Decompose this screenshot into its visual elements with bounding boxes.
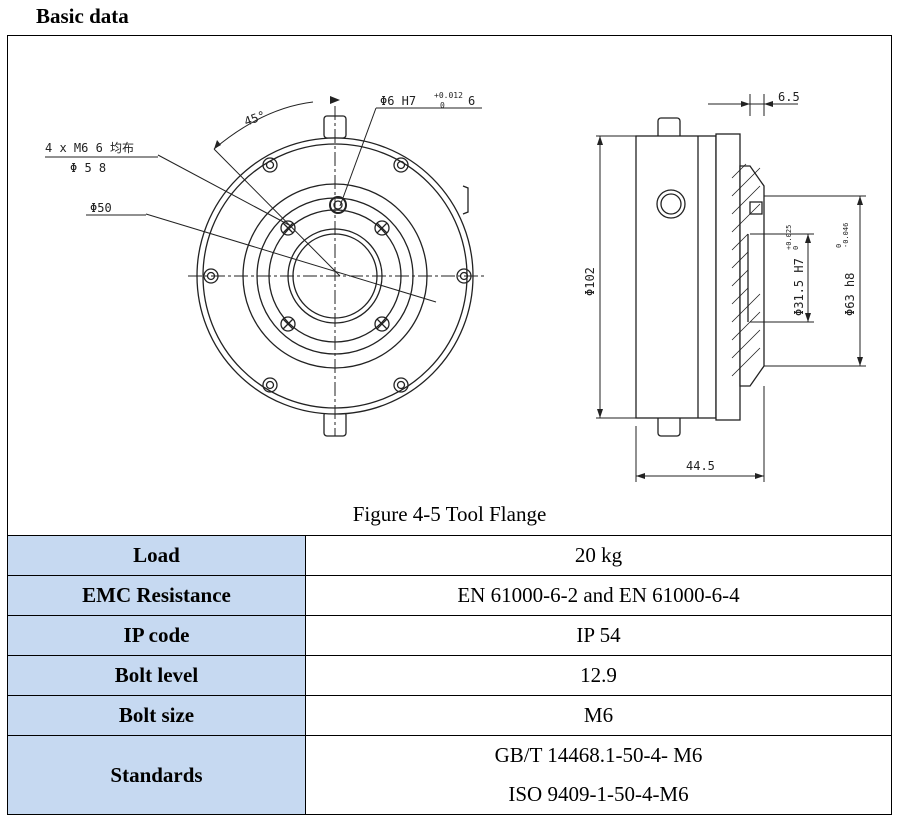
- m6-holes: [280, 220, 390, 332]
- dim-spigot: Φ63 h8: [843, 273, 857, 316]
- side-spigot: [739, 165, 765, 387]
- specs-table: Load 20 kg EMC Resistance EN 61000-6-2 a…: [7, 535, 892, 815]
- spec-value: 20 kg: [305, 535, 892, 576]
- figure-caption: Figure 4-5 Tool Flange: [352, 502, 547, 526]
- spec-row-bolt-level: Bolt level 12.9: [7, 655, 892, 696]
- side-rim: [715, 133, 741, 421]
- front-side-notch: [462, 185, 469, 215]
- dim-width: 44.5: [686, 459, 715, 473]
- side-dimensions: [596, 94, 866, 482]
- bolt-label-bottom: Φ 5 8: [70, 161, 106, 175]
- spec-label: EMC Resistance: [7, 575, 306, 616]
- pin-hole-inner: [333, 200, 343, 210]
- figure-box: 45° Φ6 H7 +0.012 0 6 4 x M6 6 均布 Φ 5 8 Φ…: [7, 35, 892, 535]
- spec-label: Bolt level: [7, 655, 306, 696]
- dim-outer: Φ102: [583, 267, 597, 296]
- dim-thickness: 6.5: [778, 90, 800, 104]
- spec-label: IP code: [7, 615, 306, 656]
- spec-row-load: Load 20 kg: [7, 535, 892, 576]
- dim-spigot-tol-lower: -0.046: [842, 223, 850, 248]
- pin-hole-label: Φ6 H7: [380, 94, 416, 108]
- section-title: Basic data: [36, 4, 129, 28]
- pin-depth-label: 6: [468, 94, 475, 108]
- pin-tol-upper: +0.012: [434, 91, 463, 100]
- side-hatch: [731, 163, 761, 377]
- spec-value: IP 54: [305, 615, 892, 656]
- pin-hole: [329, 196, 347, 214]
- spec-row-bolt-size: Bolt size M6: [7, 695, 892, 736]
- dimension-arrows: [214, 96, 863, 479]
- bolt-label-top: 4 x M6 6 均布: [45, 141, 134, 155]
- dim-spigot-tol-upper: 0: [835, 244, 843, 248]
- angle-label: 45°: [242, 108, 267, 129]
- front-leaders: [45, 101, 482, 303]
- spec-label: Load: [7, 535, 306, 576]
- standard-gb: GB/T 14468.1-50-4- M6: [494, 743, 703, 767]
- side-body: [635, 135, 717, 419]
- circle-label: Φ50: [90, 201, 112, 215]
- side-logo-inner: [660, 193, 682, 215]
- standard-iso: ISO 9409-1-50-4-M6: [508, 782, 689, 806]
- pin-tol-lower: 0: [440, 101, 445, 110]
- spec-row-standards: Standards GB/T 14468.1-50-4- M6 ISO 9409…: [7, 735, 892, 815]
- spec-value: M6: [305, 695, 892, 736]
- dim-inner: Φ31.5 H7: [792, 258, 806, 316]
- side-logo-ring: [656, 189, 686, 219]
- spec-value: EN 61000-6-2 and EN 61000-6-4: [305, 575, 892, 616]
- dim-inner-tol-lower: 0: [792, 246, 800, 250]
- spec-label: Standards: [7, 735, 306, 815]
- dim-inner-tol-upper: +0.025: [785, 225, 793, 250]
- spec-row-emc: EMC Resistance EN 61000-6-2 and EN 61000…: [7, 575, 892, 616]
- spec-value: GB/T 14468.1-50-4- M6 ISO 9409-1-50-4-M6: [305, 735, 892, 815]
- outer-screws: [203, 157, 472, 393]
- side-view: [635, 117, 765, 437]
- spec-label: Bolt size: [7, 695, 306, 736]
- side-pin-hole: [749, 201, 763, 215]
- tool-flange-drawing: 45° Φ6 H7 +0.012 0 6 4 x M6 6 均布 Φ 5 8 Φ…: [45, 90, 866, 482]
- spec-value: 12.9: [305, 655, 892, 696]
- spec-row-ip: IP code IP 54: [7, 615, 892, 656]
